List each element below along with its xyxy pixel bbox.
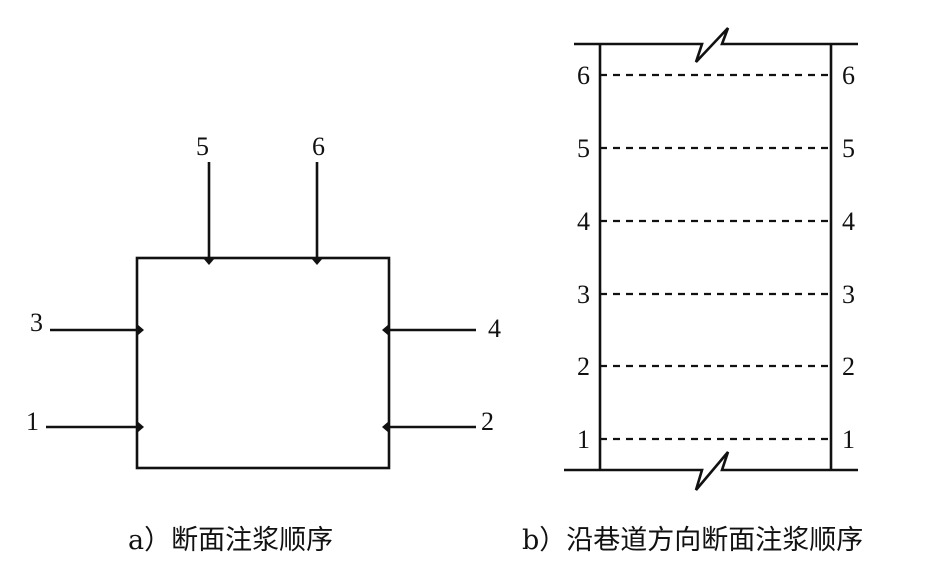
right-label-5: 5 [842,134,855,163]
pipe-3-label: 3 [30,308,43,337]
right-label-1: 1 [842,425,855,454]
pipe-4-tip [382,324,389,336]
left-label-6: 6 [577,61,590,90]
pipe-6-tip [311,258,323,265]
tunnel-cross-section [135,256,391,470]
pipe-3-tip [137,324,144,336]
right-label-6: 6 [842,61,855,90]
pipe-6-label: 6 [312,132,325,161]
left-label-2: 2 [577,352,590,381]
pipe-2-tip [382,421,389,433]
pipe-2-label: 2 [481,407,494,436]
diagram-a: 5 6 3 1 4 2 a）断面注浆顺序 [26,132,501,556]
pipe-1-tip [137,421,144,433]
pipe-5-label: 5 [196,132,209,161]
right-label-3: 3 [842,280,855,309]
left-label-1: 1 [577,425,590,454]
pipe-4-label: 4 [488,314,501,343]
diagram-b: 6 5 4 3 2 1 6 5 4 3 2 1 b）沿巷道方向断面注浆顺序 [522,27,863,556]
left-label-5: 5 [577,134,590,163]
left-label-4: 4 [577,207,590,236]
right-label-4: 4 [842,207,855,236]
bottom-break-line [564,451,858,491]
left-label-3: 3 [577,280,590,309]
right-label-2: 2 [842,352,855,381]
pipe-1-label: 1 [26,407,39,436]
caption-b: b）沿巷道方向断面注浆顺序 [522,525,863,556]
pipe-5-tip [203,258,215,265]
caption-a: a）断面注浆顺序 [128,525,333,556]
top-break-line [574,27,858,63]
